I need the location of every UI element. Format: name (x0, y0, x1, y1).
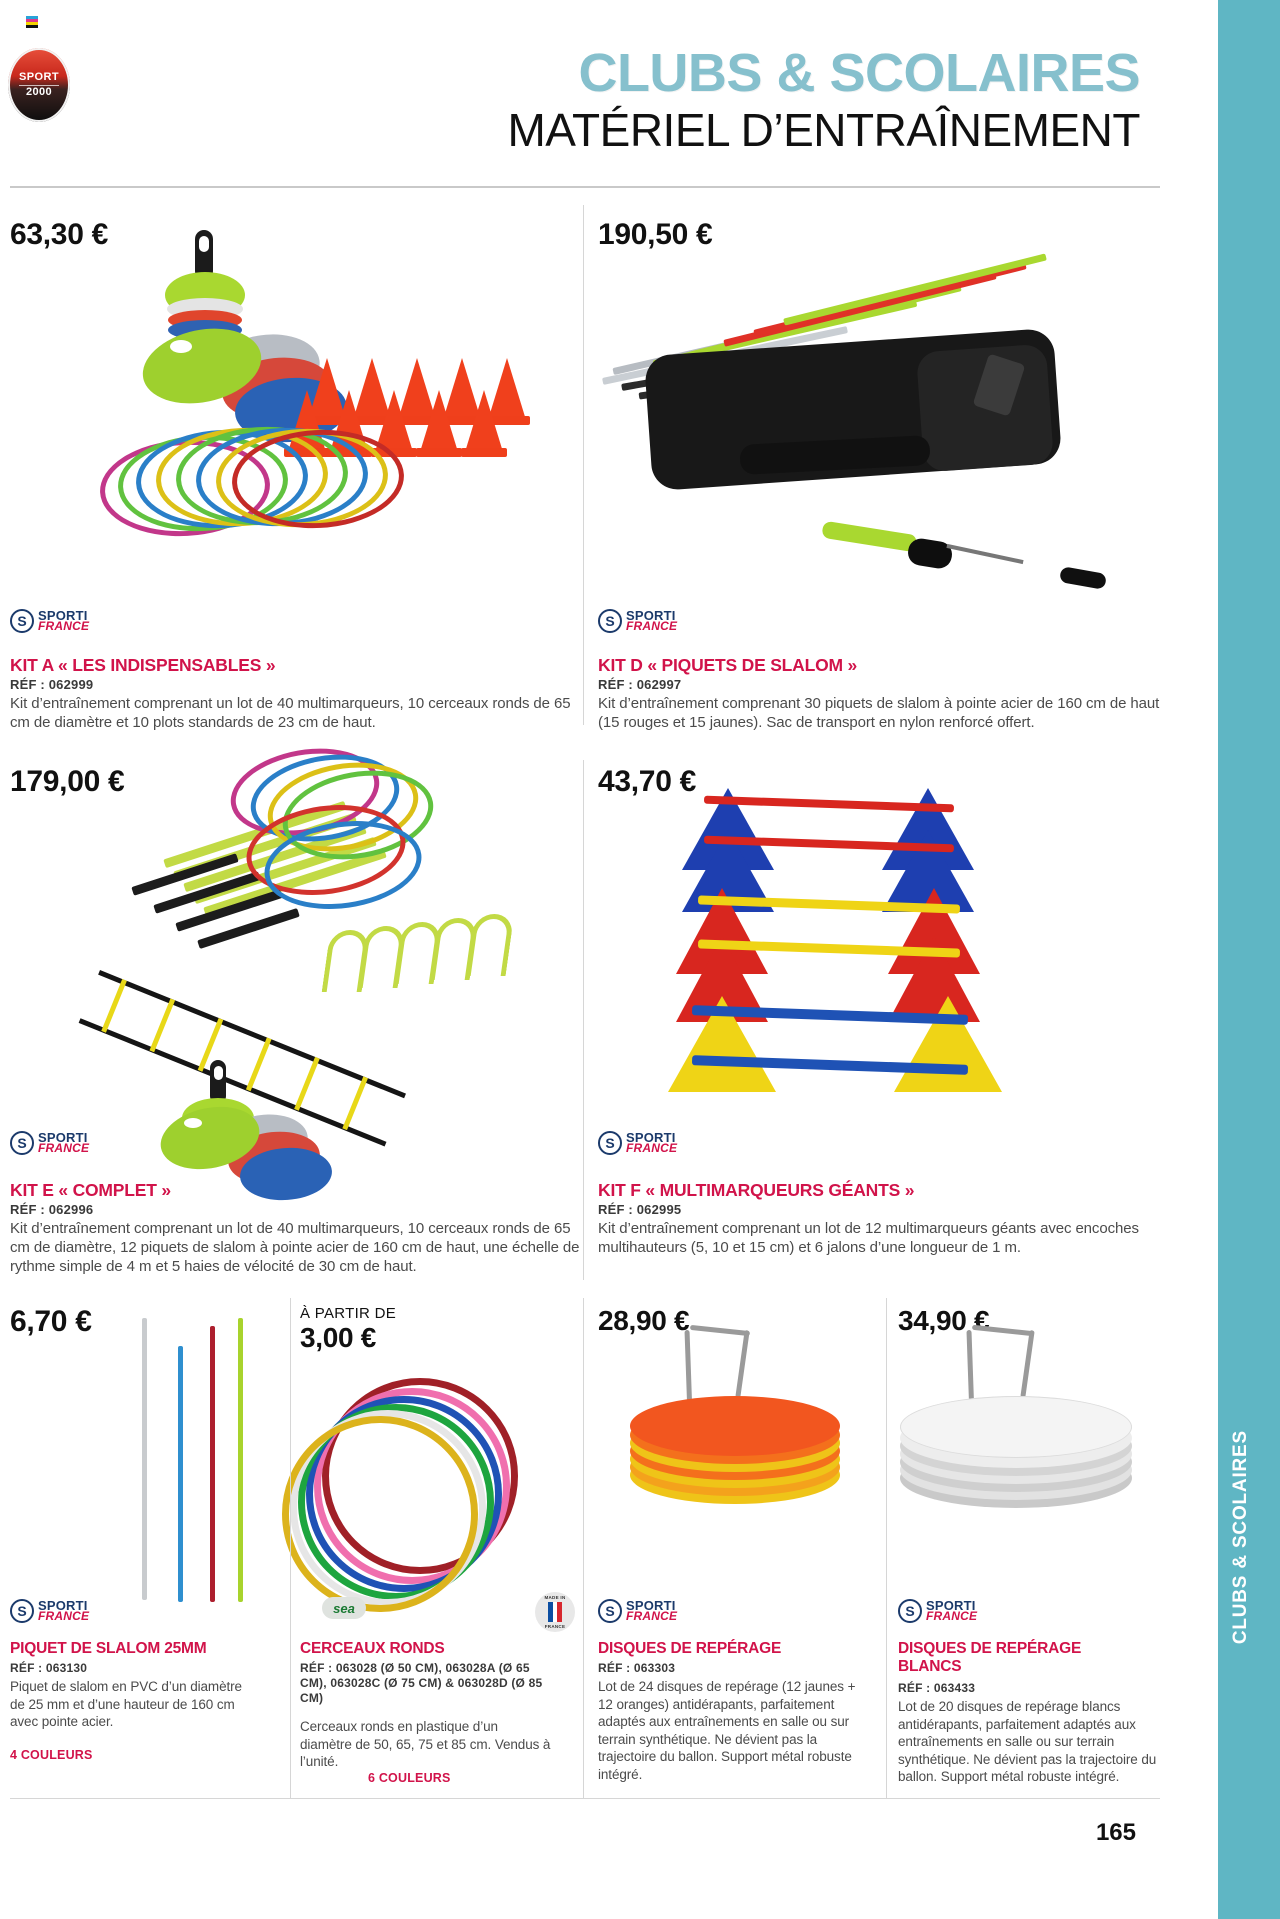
header-divider (10, 186, 1160, 188)
side-rail (1218, 0, 1280, 1919)
print-registration-marks (26, 16, 38, 28)
piquet-name: PIQUET DE SLALOM 25MM (10, 1640, 207, 1657)
sea-brand-badge: sea (322, 1597, 366, 1619)
logo-line-2: 2000 (25, 86, 53, 98)
sporti-label-2: FRANCE (926, 1609, 978, 1623)
kit-f-ref: RÉF : 062995 (598, 1202, 682, 1217)
sporti-label-1: SPORTI (38, 608, 88, 623)
sporti-ring-icon: S (10, 1131, 34, 1155)
sporti-label-1: SPORTI (38, 1598, 88, 1613)
piquet-brand-logo: S SPORTI FRANCE (10, 1598, 89, 1624)
cerceaux-image (282, 1350, 540, 1612)
piquet-ref: RÉF : 063130 (10, 1661, 88, 1675)
sporti-label-2: FRANCE (626, 1609, 678, 1623)
cerceaux-colors-note: 6 COULEURS (368, 1771, 451, 1785)
sporti-ring-icon: S (10, 609, 34, 633)
sporti-ring-icon: S (598, 1131, 622, 1155)
cerceaux-price-prefix: À PARTIR DE (300, 1305, 397, 1322)
disques-name: DISQUES DE REPÉRAGE (598, 1640, 782, 1657)
logo-line-1: SPORT (19, 71, 59, 86)
page-number: 165 (1095, 1819, 1136, 1846)
disques-ref: RÉF : 063303 (598, 1661, 676, 1675)
sporti-label-1: SPORTI (926, 1598, 976, 1613)
kit-e-name: KIT E « COMPLET » (10, 1180, 171, 1200)
column-divider-row2 (583, 760, 584, 1280)
sporti-label-1: SPORTI (626, 1598, 676, 1613)
kit-d-brand-logo: S SPORTI FRANCE (598, 608, 677, 634)
side-rail-label: CLUBS & SCOLAIRES (1230, 1430, 1251, 1645)
cerceaux-name: CERCEAUX RONDS (300, 1640, 445, 1657)
kit-e-ref: RÉF : 062996 (10, 1202, 94, 1217)
page-sheet: SPORT 2000 CLUBS & SCOLAIRES MATÉRIEL D’… (8, 16, 1180, 1846)
disques-blancs-name: DISQUES DE REPÉRAGE BLANCS (898, 1640, 1082, 1675)
column-divider-row3-a (290, 1298, 291, 1798)
kit-a-description: Kit d’entraînement comprenant un lot de … (10, 695, 571, 731)
cerceaux-ref: RÉF : 063028 (Ø 50 CM), 063028A (Ø 65 CM… (300, 1661, 543, 1705)
kit-d-price: 190,50 € (598, 218, 713, 251)
column-divider-row3-b (583, 1298, 584, 1798)
sporti-ring-icon: S (598, 609, 622, 633)
sporti-ring-icon: S (898, 1599, 922, 1623)
sporti-label-2: FRANCE (626, 1141, 678, 1155)
piquet-price: 6,70 € (10, 1305, 92, 1338)
sporti-label-1: SPORTI (626, 1130, 676, 1145)
kit-f-price: 43,70 € (598, 765, 696, 798)
kit-a-ref: RÉF : 062999 (10, 677, 94, 692)
kit-a-brand-logo: S SPORTI FRANCE (10, 608, 89, 634)
piquet-description: Piquet de slalom en PVC d’un diamètre de… (10, 1679, 242, 1729)
sporti-ring-icon: S (10, 1599, 34, 1623)
cerceaux-price: 3,00 € (300, 1322, 377, 1353)
kit-d-ref: RÉF : 062997 (598, 677, 682, 692)
disques-description: Lot de 24 disques de repérage (12 jaunes… (598, 1679, 856, 1782)
piquet-colors-note: 4 COULEURS (10, 1748, 93, 1762)
kit-a-image (60, 230, 530, 590)
kit-d-name: KIT D « PIQUETS DE SLALOM » (598, 655, 858, 675)
cerceaux-description: Cerceaux ronds en plastique d’un diamètr… (300, 1719, 551, 1769)
kit-f-description: Kit d’entraînement comprenant un lot de … (598, 1220, 1139, 1256)
made-in-top-label: MADE IN (544, 1595, 566, 1600)
kit-e-price: 179,00 € (10, 765, 125, 798)
column-divider-row1 (583, 205, 584, 725)
disques-blancs-price: 34,90 € (898, 1305, 990, 1336)
made-in-france-badge: MADE IN FRANCE (535, 1592, 575, 1632)
sporti-label-1: SPORTI (38, 1130, 88, 1145)
kit-e-image (60, 737, 540, 1204)
kit-f-brand-logo: S SPORTI FRANCE (598, 1130, 677, 1156)
sporti-label-2: FRANCE (626, 619, 678, 633)
page-subtitle: MATÉRIEL D’ENTRAÎNEMENT (507, 104, 1140, 156)
column-divider-row3-c (886, 1298, 887, 1798)
row-divider-bottom (10, 1798, 1160, 1799)
sport2000-logo: SPORT 2000 (8, 48, 70, 122)
disques-price: 28,90 € (598, 1305, 690, 1336)
disques-blancs-ref: RÉF : 063433 (898, 1681, 976, 1695)
kit-d-description: Kit d’entraînement comprenant 30 piquets… (598, 695, 1160, 731)
disques-image (630, 1324, 890, 1580)
page-header: CLUBS & SCOLAIRES MATÉRIEL D’ENTRAÎNEMEN… (380, 44, 1140, 156)
sporti-label-2: FRANCE (38, 1141, 90, 1155)
sporti-label-2: FRANCE (38, 619, 90, 633)
made-in-bottom-label: FRANCE (544, 1624, 566, 1629)
kit-a-price: 63,30 € (10, 218, 108, 251)
disques-blancs-description: Lot de 20 disques de repérage blancs ant… (898, 1699, 1157, 1784)
disques-blancs-image (900, 1324, 1180, 1580)
sporti-label-2: FRANCE (38, 1609, 90, 1623)
kit-a-name: KIT A « LES INDISPENSABLES » (10, 655, 276, 675)
sporti-label-1: SPORTI (626, 608, 676, 623)
disques-blancs-brand-logo: S SPORTI FRANCE (898, 1598, 977, 1624)
kit-e-brand-logo: S SPORTI FRANCE (10, 1130, 89, 1156)
sporti-ring-icon: S (598, 1599, 622, 1623)
french-flag-icon (548, 1602, 563, 1622)
kit-f-name: KIT F « MULTIMARQUEURS GÉANTS » (598, 1180, 915, 1200)
disques-brand-logo: S SPORTI FRANCE (598, 1598, 677, 1624)
kit-f-image (668, 778, 1132, 1140)
kit-e-description: Kit d’entraînement comprenant un lot de … (10, 1220, 580, 1275)
piquet-image (140, 1318, 270, 1608)
kit-d-image (590, 253, 1170, 610)
page-title: CLUBS & SCOLAIRES (578, 43, 1140, 103)
